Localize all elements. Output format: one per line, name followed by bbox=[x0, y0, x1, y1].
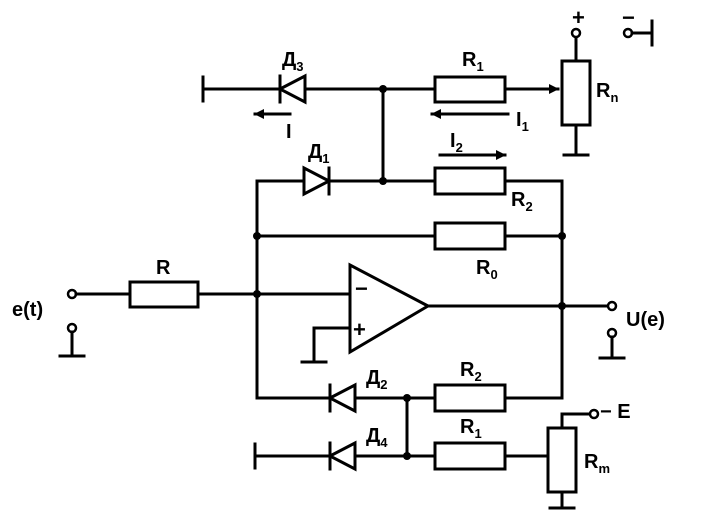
label-output: U(e) bbox=[626, 309, 665, 331]
label-minus-e: − E bbox=[600, 401, 631, 423]
terminal-minus-e bbox=[588, 408, 600, 420]
diode-d4 bbox=[326, 440, 357, 472]
resistor-r bbox=[128, 280, 200, 309]
resistor-rm bbox=[546, 426, 578, 494]
diode-d3 bbox=[276, 73, 307, 105]
label-d4: Д4 bbox=[366, 425, 388, 450]
label-d3: Д3 bbox=[282, 49, 303, 74]
resistor-r2-bottom bbox=[433, 383, 507, 413]
input-section bbox=[58, 280, 352, 358]
label-current-i: I bbox=[286, 121, 292, 143]
junction-top bbox=[379, 85, 387, 93]
terminal-output bbox=[606, 300, 618, 312]
diode-d1 bbox=[302, 165, 333, 197]
resistor-r1-top bbox=[433, 75, 507, 104]
label-minus-supply: − bbox=[622, 5, 635, 30]
label-current-i2: I2 bbox=[450, 130, 463, 155]
label-d2: Д2 bbox=[366, 367, 387, 392]
label-opamp-plus: + bbox=[353, 317, 366, 342]
opamp-triangle bbox=[348, 262, 432, 355]
label-plus-supply: + bbox=[572, 5, 585, 30]
label-rn: Rn bbox=[596, 80, 618, 105]
diode-d2 bbox=[326, 382, 357, 414]
label-r2-top: R2 bbox=[511, 189, 533, 214]
junction-inverting bbox=[253, 290, 261, 298]
label-rm: Rm bbox=[584, 451, 610, 476]
resistor-r0 bbox=[433, 221, 507, 251]
d1-r2-row bbox=[255, 150, 564, 197]
d2-r2-row bbox=[255, 382, 564, 460]
label-r1-top: R1 bbox=[462, 49, 484, 74]
resistor-r1-bottom bbox=[433, 441, 507, 471]
resistor-rn bbox=[560, 59, 592, 127]
resistor-r2-top bbox=[433, 166, 507, 196]
label-opamp-minus: − bbox=[355, 276, 368, 301]
label-d1: Д1 bbox=[308, 141, 329, 166]
label-input: e(t) bbox=[12, 299, 43, 321]
terminal-plus bbox=[570, 27, 582, 39]
r0-row bbox=[253, 221, 566, 251]
top-branch bbox=[201, 19, 654, 157]
label-r0: R0 bbox=[476, 257, 498, 282]
label-r: R bbox=[156, 257, 171, 279]
label-r2-bottom: R2 bbox=[460, 359, 482, 384]
junction-d2-row bbox=[403, 394, 411, 402]
label-r1-bottom: R1 bbox=[460, 416, 482, 441]
junction-output bbox=[558, 302, 566, 310]
bottom-branch bbox=[253, 408, 600, 510]
label-current-i1: I1 bbox=[516, 109, 529, 134]
opamp bbox=[300, 262, 626, 364]
